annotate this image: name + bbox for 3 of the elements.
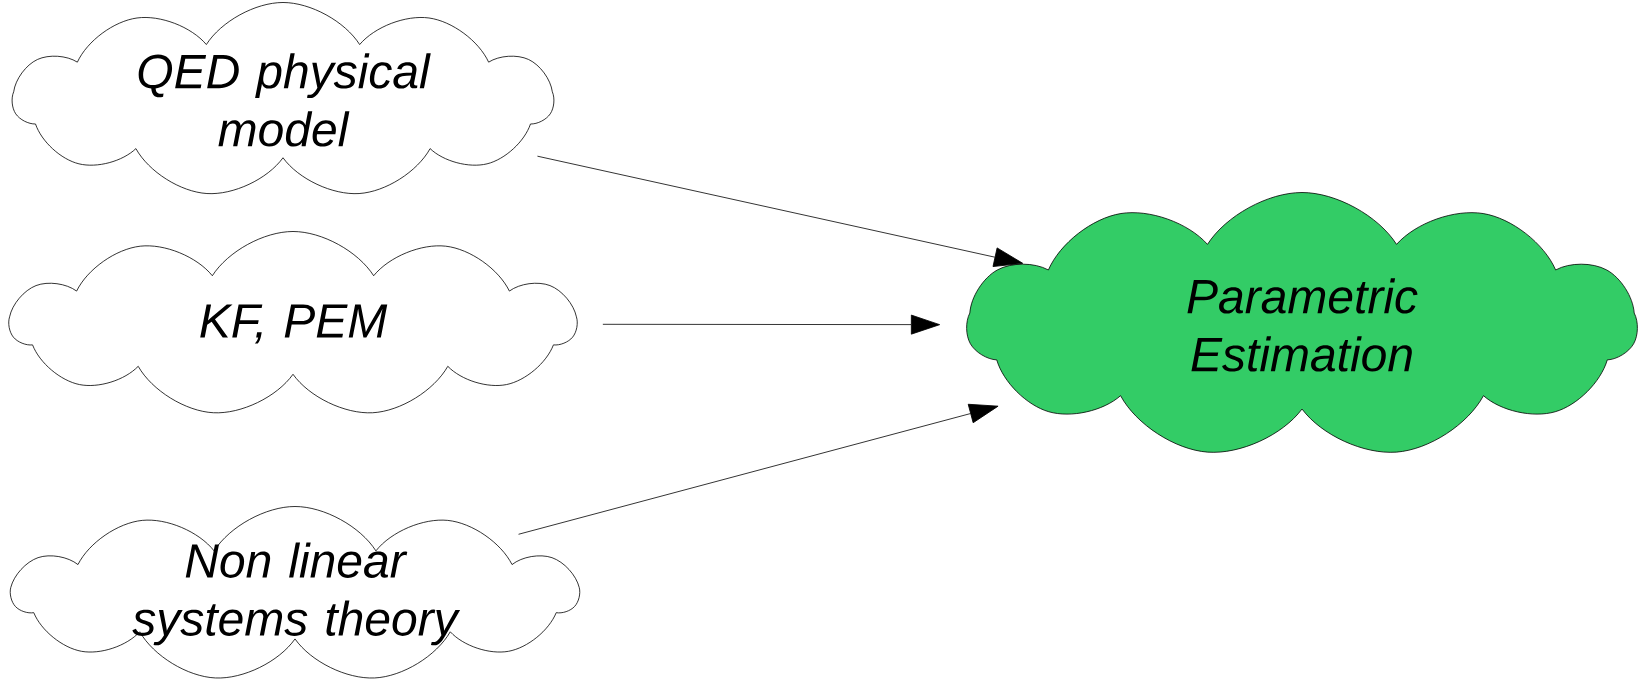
arrow — [537, 155, 1024, 267]
arrow — [602, 314, 941, 335]
arrow — [518, 403, 999, 535]
